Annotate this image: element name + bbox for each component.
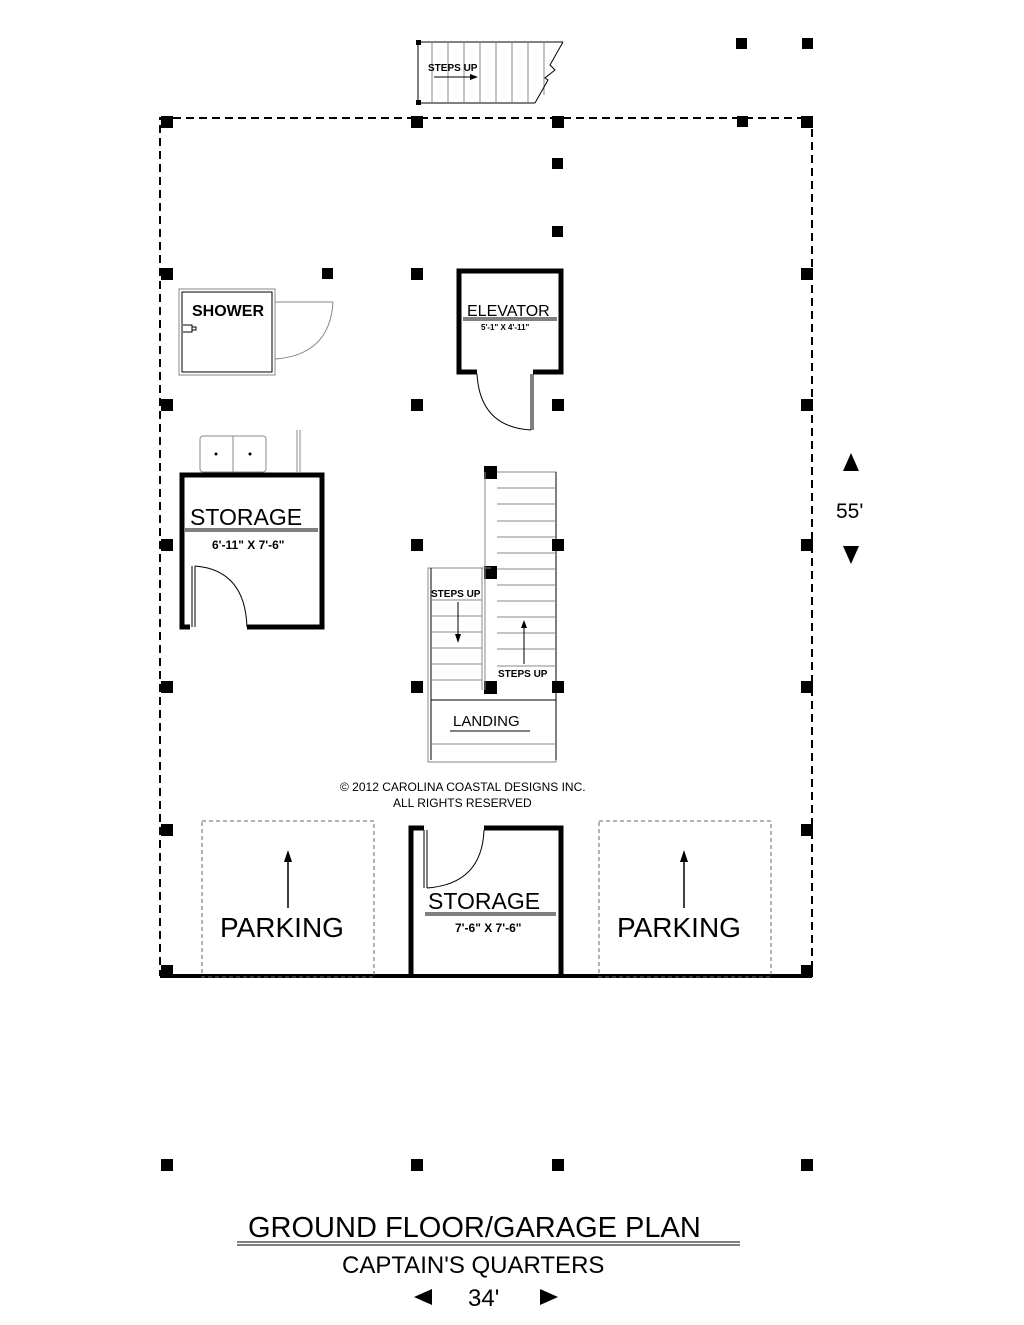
parking-left-label: PARKING [220, 912, 344, 943]
shower-label: SHOWER [192, 303, 264, 320]
storage-left: STORAGE 6'-11" X 7'-6" [179, 472, 325, 630]
stairs-right-label: STEPS UP [498, 669, 548, 680]
top-stairs: STEPS UP [416, 40, 564, 105]
laundry-sink [199, 430, 301, 473]
stairs-left-label: STEPS UP [431, 589, 481, 600]
dimension-arrow-up-icon [843, 453, 859, 471]
width-dimension: 34' [468, 1285, 499, 1312]
top-stairs-label: STEPS UP [428, 63, 478, 74]
storage-bottom-label: STORAGE [428, 888, 540, 914]
dimension-arrow-right-icon [540, 1289, 558, 1305]
storage-bottom-size: 7'-6" X 7'-6" [455, 921, 521, 935]
shower: SHOWER [178, 288, 334, 376]
landing-label: LANDING [453, 713, 520, 730]
copyright-line2: ALL RIGHTS RESERVED [393, 796, 532, 810]
plan-subtitle: CAPTAIN'S QUARTERS [342, 1252, 604, 1279]
storage-left-size: 6'-11" X 7'-6" [212, 538, 284, 552]
elevator-size: 5'-1" X 4'-11" [481, 323, 530, 332]
plan-title: GROUND FLOOR/GARAGE PLAN [248, 1212, 701, 1244]
depth-dimension: 55' [836, 500, 863, 523]
parking-left: PARKING [201, 820, 375, 978]
parking-right: PARKING [598, 820, 772, 978]
dimension-arrow-left-icon [414, 1289, 432, 1305]
dimension-arrow-down-icon [843, 546, 859, 564]
parking-right-label: PARKING [617, 912, 741, 943]
storage-bottom: STORAGE 7'-6" X 7'-6" [408, 825, 564, 976]
title-underline [237, 1241, 740, 1246]
center-stairs: STEPS UP STEPS UP LANDING [427, 471, 557, 763]
elevator-label: ELEVATOR [467, 303, 550, 320]
storage-left-label: STORAGE [190, 504, 302, 530]
columns [161, 38, 813, 1171]
copyright-line1: © 2012 CAROLINA COASTAL DESIGNS INC. [340, 780, 586, 794]
elevator: ELEVATOR 5'-1" X 4'-11" [456, 268, 564, 431]
